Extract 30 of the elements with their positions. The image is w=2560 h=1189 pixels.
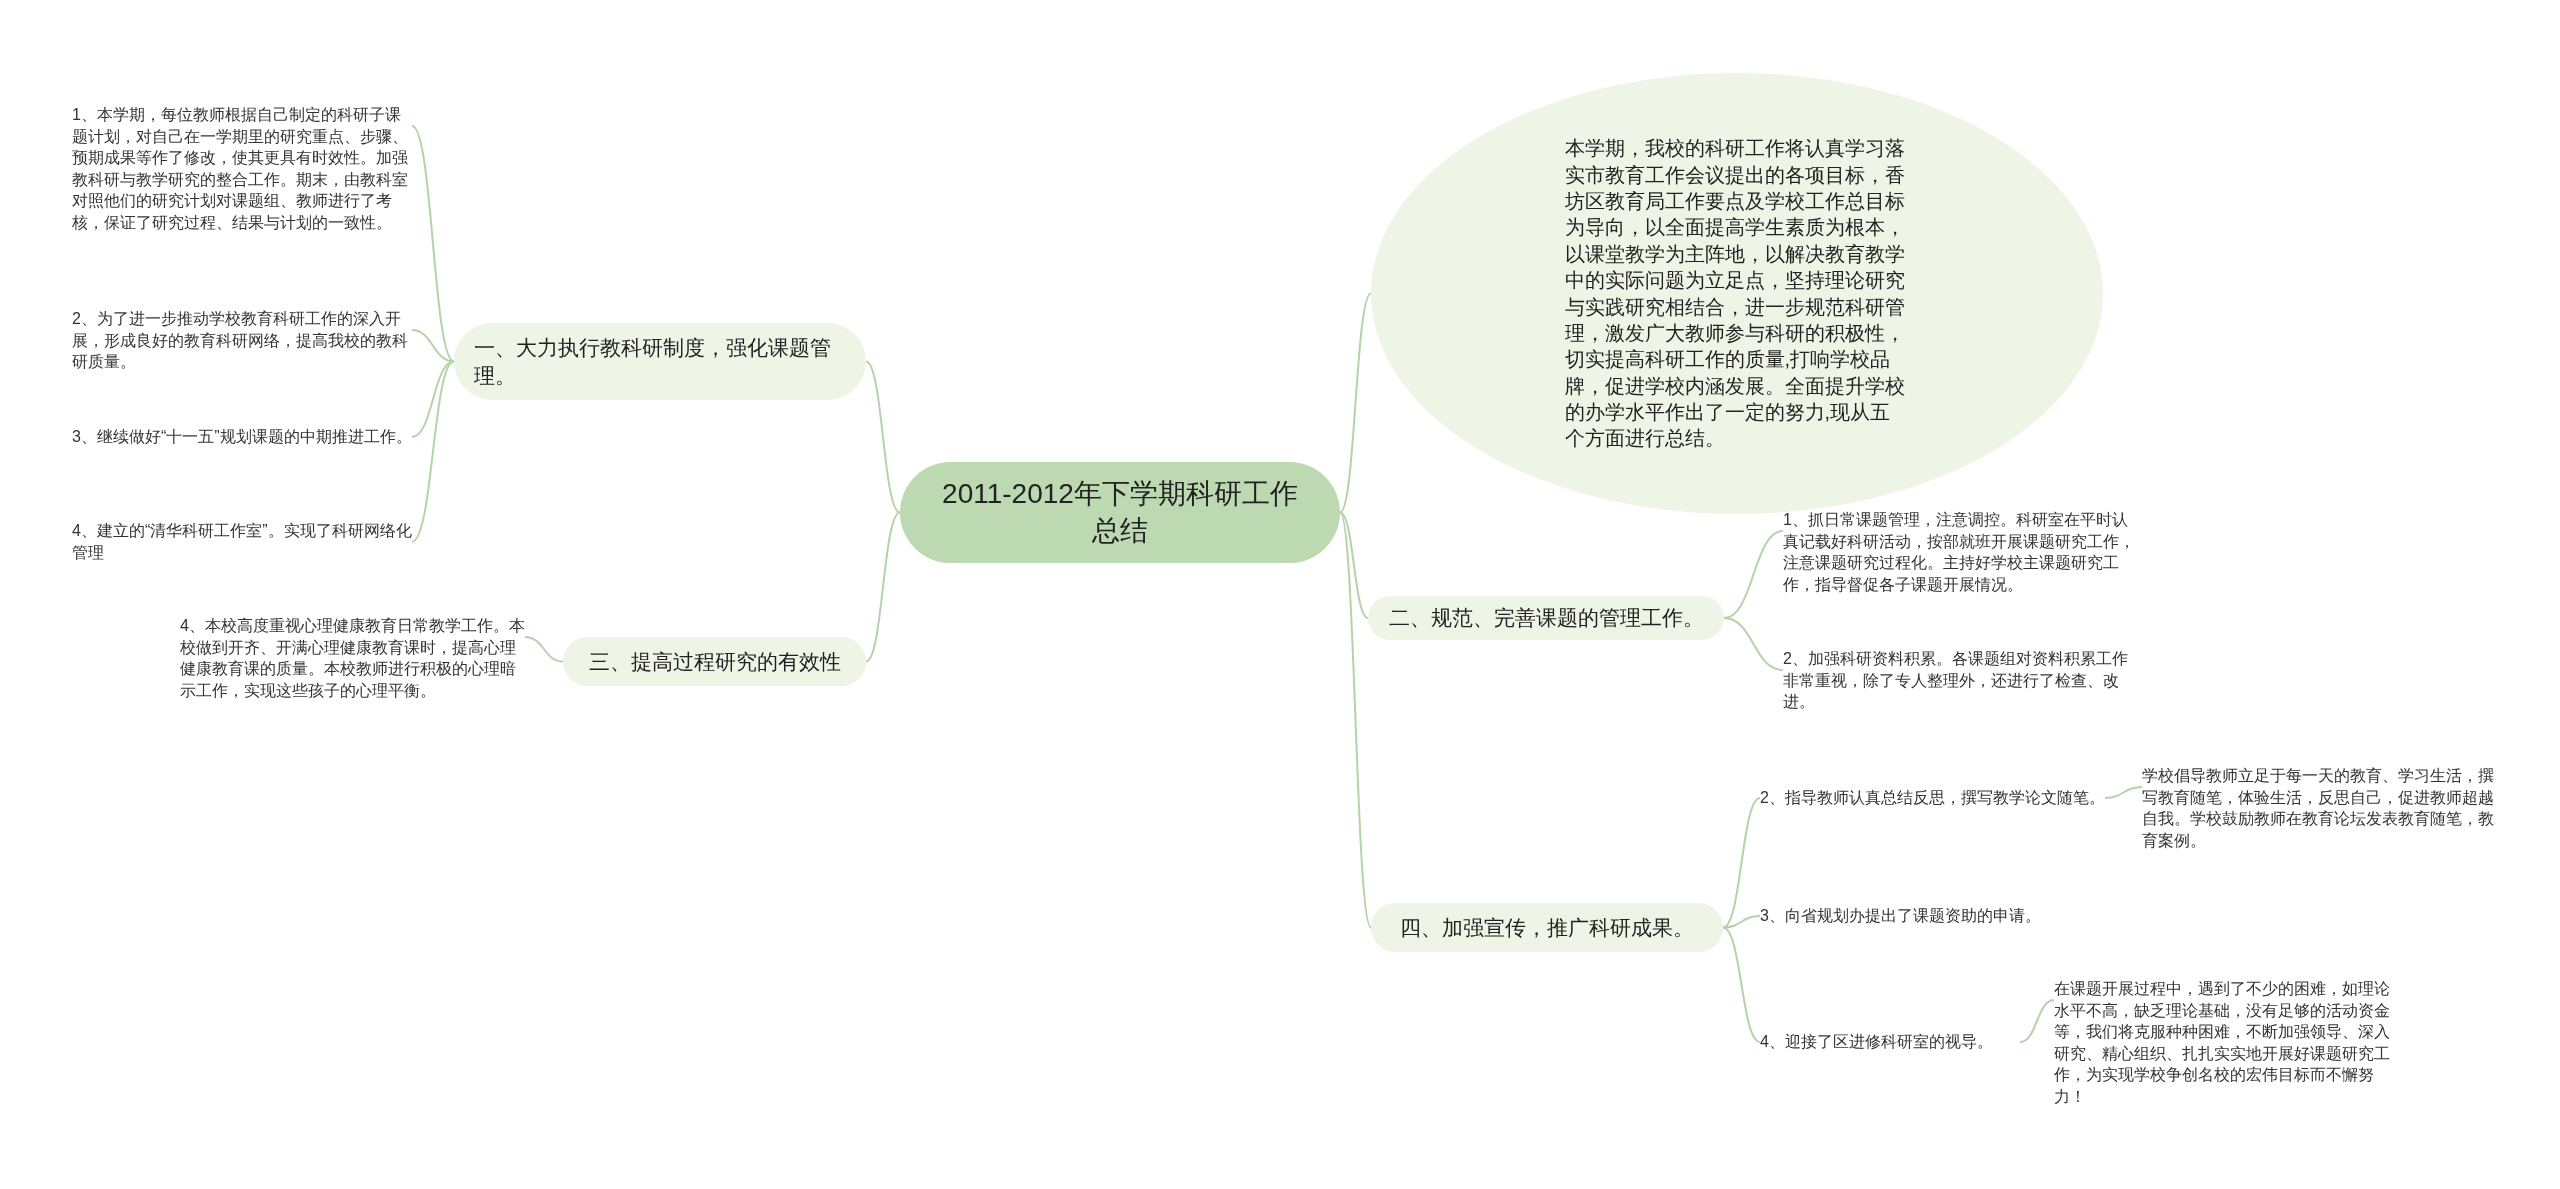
branch-node: 四、加强宣传，推广科研成果。 <box>1371 903 1723 952</box>
connector-line <box>1723 617 1784 671</box>
topic-node: 2011-2012年下学期科研工作总结 <box>900 462 1340 563</box>
branch-node: 二、规范、完善课题的管理工作。 <box>1368 596 1724 640</box>
leaf-text: 1、抓日常课题管理，注意调控。科研室在平时认真记载好科研活动，按部就班开展课题研究工作，注意课题研究过程化。主持好学校主课题研究工作，指导督促各子课题开展情况。 <box>1783 509 2138 596</box>
connector-line <box>1339 511 1369 619</box>
leaf-text: 4、迎接了区进修科研室的视导。 <box>1760 1031 2020 1053</box>
intro-text: 本学期，我校的科研工作将认真学习落实市教育工作会议提出的各项目标，香坊区教育局工作要点及学校工作总目标为导向，以全面提高学生素质为根本，以课堂教学为主阵地，以解决教育教学中的实际问题为立足点，坚持理论研究与实践研究相结合，进一步规范科研管理，激发广大教师参与科研的积极性，切实提高科研工作的质量,打响学校品牌，促进学校内涵发展。全面提升学校的办学水平作出了一定的努力,现从五个方面进行总结。 <box>1564 136 1906 452</box>
connector-line <box>1722 797 1761 929</box>
leaf-text: 2、指导教师认真总结反思，撰写教学论文随笔。 <box>1760 787 2105 809</box>
connector-line <box>411 125 455 363</box>
leaf-text: 3、继续做好“十一五”规划课题的中期推进工作。 <box>72 426 412 448</box>
connector-line <box>865 360 901 514</box>
leaf-text: 1、本学期，每位教师根据自己制定的科研子课题计划，对自己在一学期里的研究重点、步骤、预期成果等作了修改，使其更具有时效性。加强教科研与教学研究的整合工作。期末，由教科室对照他们的研究计划对课题组、教师进行了考核，保证了研究过程、结果与计划的一致性。 <box>72 104 412 234</box>
connector-line <box>2019 999 2055 1043</box>
connector-line <box>2104 786 2143 799</box>
leaf-text: 2、加强科研资料积累。各课题组对资料积累工作非常重视，除了专人整理外，还进行了检查、改进。 <box>1783 648 2138 713</box>
branch-node: 三、提高过程研究的有效性 <box>563 637 866 686</box>
connector-line <box>524 636 564 663</box>
leaf-text: 3、向省规划办提出了课题资助的申请。 <box>1760 905 2080 927</box>
leaf-text: 2、为了进一步推动学校教育科研工作的深入开展，形成良好的教育科研网络，提高我校的教科研质量。 <box>72 308 412 373</box>
connector-line <box>1339 292 1372 514</box>
connector-line <box>1722 926 1761 1043</box>
connector-line <box>411 360 455 543</box>
branch-node: 一、大力执行教科研制度，强化课题管理。 <box>454 323 866 400</box>
leaf-text: 在课题开展过程中，遇到了不少的困难，如理论水平不高，缺乏理论基础，没有足够的活动资金等，我们将克服种种困难，不断加强领导、深入研究、精心组织、扎扎实实地开展好课题研究工作，为实现学校争创名校的宏伟目标而不懈努力！ <box>2054 978 2404 1108</box>
connector-line <box>865 511 901 663</box>
leaf-text: 学校倡导教师立足于每一天的教育、学习生活，撰写教育随笔，体验生活，反思自己，促进教师超越自我。学校鼓励教师在教育论坛发表教育随笔，教育案例。 <box>2142 765 2497 852</box>
leaf-text: 4、建立的“清华科研工作室”。实现了科研网络化管理 <box>72 520 412 564</box>
leaf-text: 4、本校高度重视心理健康教育日常教学工作。本校做到开齐、开满心理健康教育课时，提高心理健康教育课的质量。本校教师进行积极的心理暗示工作，实现这些孩子的心理平衡。 <box>180 615 525 702</box>
